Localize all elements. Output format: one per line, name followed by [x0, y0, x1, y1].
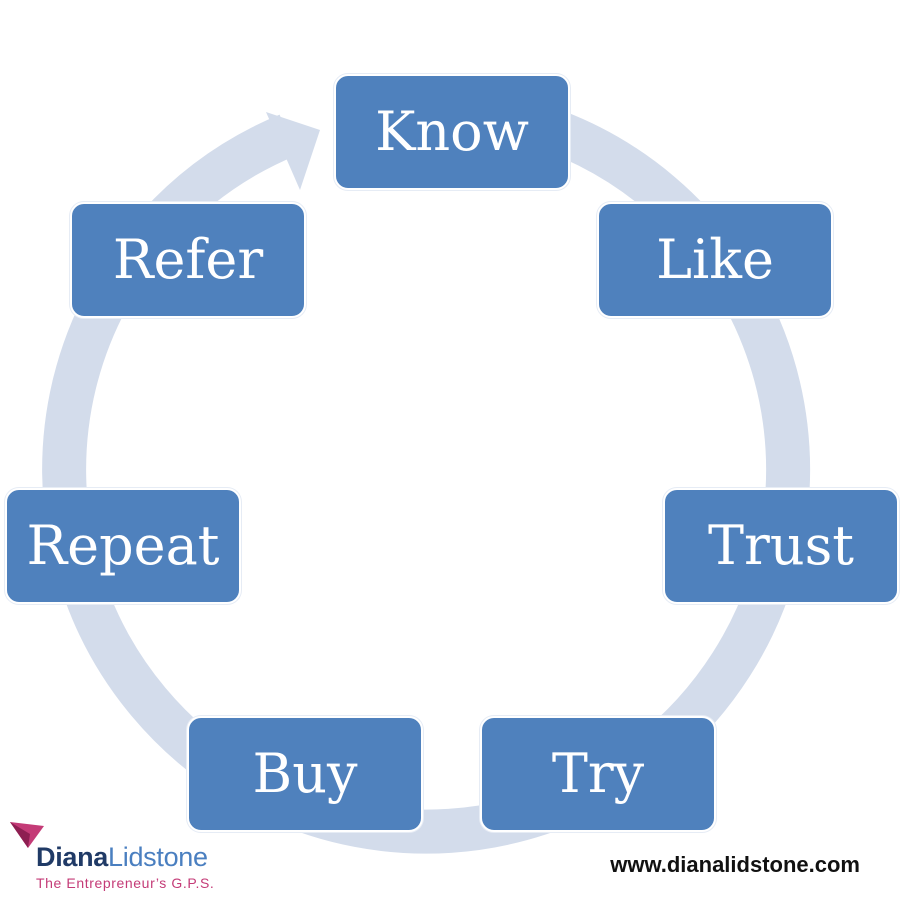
- step-trust: Trust: [663, 488, 899, 604]
- step-repeat: Repeat: [5, 488, 241, 604]
- logo-name: DianaLidstone: [36, 842, 208, 873]
- website-url: www.dianalidstone.com: [610, 852, 860, 877]
- step-know: Know: [334, 74, 570, 190]
- step-trust-label: Trust: [707, 514, 855, 577]
- logo: DianaLidstone The Entrepreneur’s G.P.S.: [8, 818, 248, 898]
- step-repeat-label: Repeat: [26, 514, 220, 577]
- logo-tagline: The Entrepreneur’s G.P.S.: [36, 875, 215, 891]
- step-try: Try: [480, 716, 716, 832]
- step-refer-label: Refer: [112, 228, 264, 291]
- logo-last-name: Lidstone: [108, 842, 208, 872]
- step-buy-label: Buy: [252, 742, 358, 805]
- step-buy: Buy: [187, 716, 423, 832]
- step-refer: Refer: [70, 202, 306, 318]
- cycle-arrowhead: [266, 112, 320, 190]
- cycle-ring: [42, 98, 811, 854]
- step-know-label: Know: [375, 100, 529, 163]
- step-like-label: Like: [656, 228, 774, 291]
- logo-first-name: Diana: [36, 842, 109, 872]
- paper-plane-icon: [10, 822, 44, 848]
- step-like: Like: [597, 202, 833, 318]
- step-try-label: Try: [551, 742, 645, 805]
